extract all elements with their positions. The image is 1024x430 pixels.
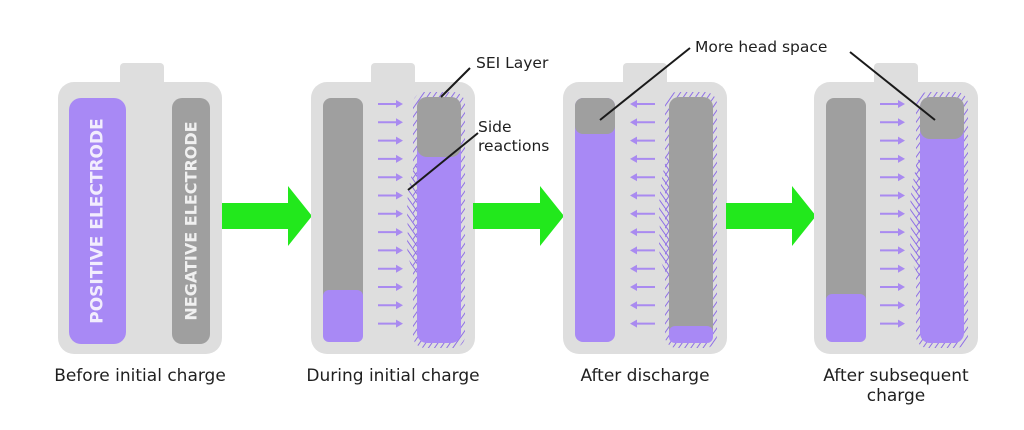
ion-arrow-head: [898, 264, 905, 273]
head-space-callout-line-right: [849, 51, 936, 121]
ion-arrow-head: [898, 246, 905, 255]
negative-current-side: [323, 98, 363, 342]
ion-arrows-left: [630, 100, 655, 328]
ion-arrow-head: [898, 209, 905, 218]
ion-arrow-head: [396, 283, 403, 291]
ion-arrow-head: [898, 100, 905, 108]
positive-fill: [826, 294, 866, 342]
ion-arrow-head: [396, 228, 403, 237]
ion-arrow-head: [396, 209, 403, 218]
ion-arrow-head: [630, 319, 637, 328]
lithium-residue: [669, 326, 713, 343]
ion-arrow-head: [898, 283, 905, 291]
ion-arrow-head: [396, 301, 403, 310]
stage-3-caption: After discharge: [580, 366, 710, 386]
ion-arrow-head: [630, 136, 637, 145]
side-reactions-line2: reactions: [478, 137, 550, 155]
stage-3-cell: [563, 63, 727, 354]
ion-arrow-head: [630, 301, 637, 310]
sei-callout-line: [440, 67, 471, 98]
negative-electrode: [920, 97, 964, 343]
ion-arrow-head: [396, 246, 403, 255]
ion-arrows-right: [880, 100, 905, 328]
ion-arrow-head: [630, 246, 637, 255]
green-arrow-1: [222, 186, 312, 246]
ion-arrow-head: [630, 100, 637, 108]
ion-arrow-head: [898, 319, 905, 328]
positive-electrode-label: POSITIVE ELECTRODE: [88, 118, 108, 324]
stage-4-cell: [814, 63, 978, 354]
head-space-callout-line-left: [599, 47, 691, 121]
ion-arrow-head: [396, 136, 403, 145]
ion-arrow-head: [898, 228, 905, 237]
negative-electrode: [172, 98, 210, 344]
side-reactions-line1: Side: [478, 118, 512, 136]
ion-arrow-head: [630, 191, 637, 200]
head-space-label: More head space: [695, 38, 828, 56]
ion-arrow-head: [396, 154, 403, 163]
green-arrow-2: [473, 186, 564, 246]
sei-bulge: [910, 155, 920, 276]
positive-fill: [323, 290, 363, 342]
stage-1-cell: POSITIVE ELECTRODE NEGATIVE ELECTRODE: [58, 63, 222, 354]
stage-1-caption: Before initial charge: [54, 366, 226, 386]
ion-arrow-head: [396, 118, 403, 127]
ion-arrow-head: [630, 264, 637, 273]
head-space: [920, 97, 964, 139]
negative-electrode-label: NEGATIVE ELECTRODE: [182, 121, 201, 320]
ion-arrow-head: [898, 173, 905, 182]
ion-arrow-head: [898, 191, 905, 200]
stage-4-caption-line1: After subsequent: [823, 366, 969, 386]
stage-4-caption-line2: charge: [866, 386, 926, 406]
green-arrow-3: [726, 186, 816, 246]
negative-electrode: [669, 97, 713, 343]
ion-arrow-head: [396, 191, 403, 200]
sei-bulge: [659, 150, 669, 276]
stage-2-cell: [311, 63, 475, 354]
stage-2-caption: During initial charge: [306, 366, 480, 386]
ion-arrow-head: [630, 209, 637, 218]
sei-layer-label: SEI Layer: [476, 54, 549, 72]
ion-arrow-head: [396, 100, 403, 108]
electrode-unfilled: [417, 97, 461, 157]
stage-4-caption: After subsequent charge: [796, 366, 996, 406]
side-reactions-callout-line: [407, 132, 479, 191]
side-reactions-label: Side reactions: [478, 118, 549, 156]
positive-side: [826, 98, 866, 342]
ion-arrow-head: [396, 173, 403, 182]
ion-arrow-head: [396, 264, 403, 273]
ion-arrow-head: [630, 118, 637, 127]
ion-arrow-head: [630, 228, 637, 237]
positive-electrode: [575, 98, 615, 342]
ion-arrow-head: [630, 154, 637, 163]
ion-arrow-head: [898, 154, 905, 163]
positive-electrode: [69, 98, 126, 344]
ion-arrow-head: [630, 283, 637, 291]
ion-arrow-head: [898, 136, 905, 145]
ion-arrow-head: [396, 319, 403, 328]
ion-arrow-head: [898, 118, 905, 127]
head-space: [575, 98, 615, 134]
ion-arrow-head: [898, 301, 905, 310]
negative-electrode: [417, 97, 461, 343]
ion-arrow-head: [630, 173, 637, 182]
ion-arrows-right: [378, 100, 403, 328]
